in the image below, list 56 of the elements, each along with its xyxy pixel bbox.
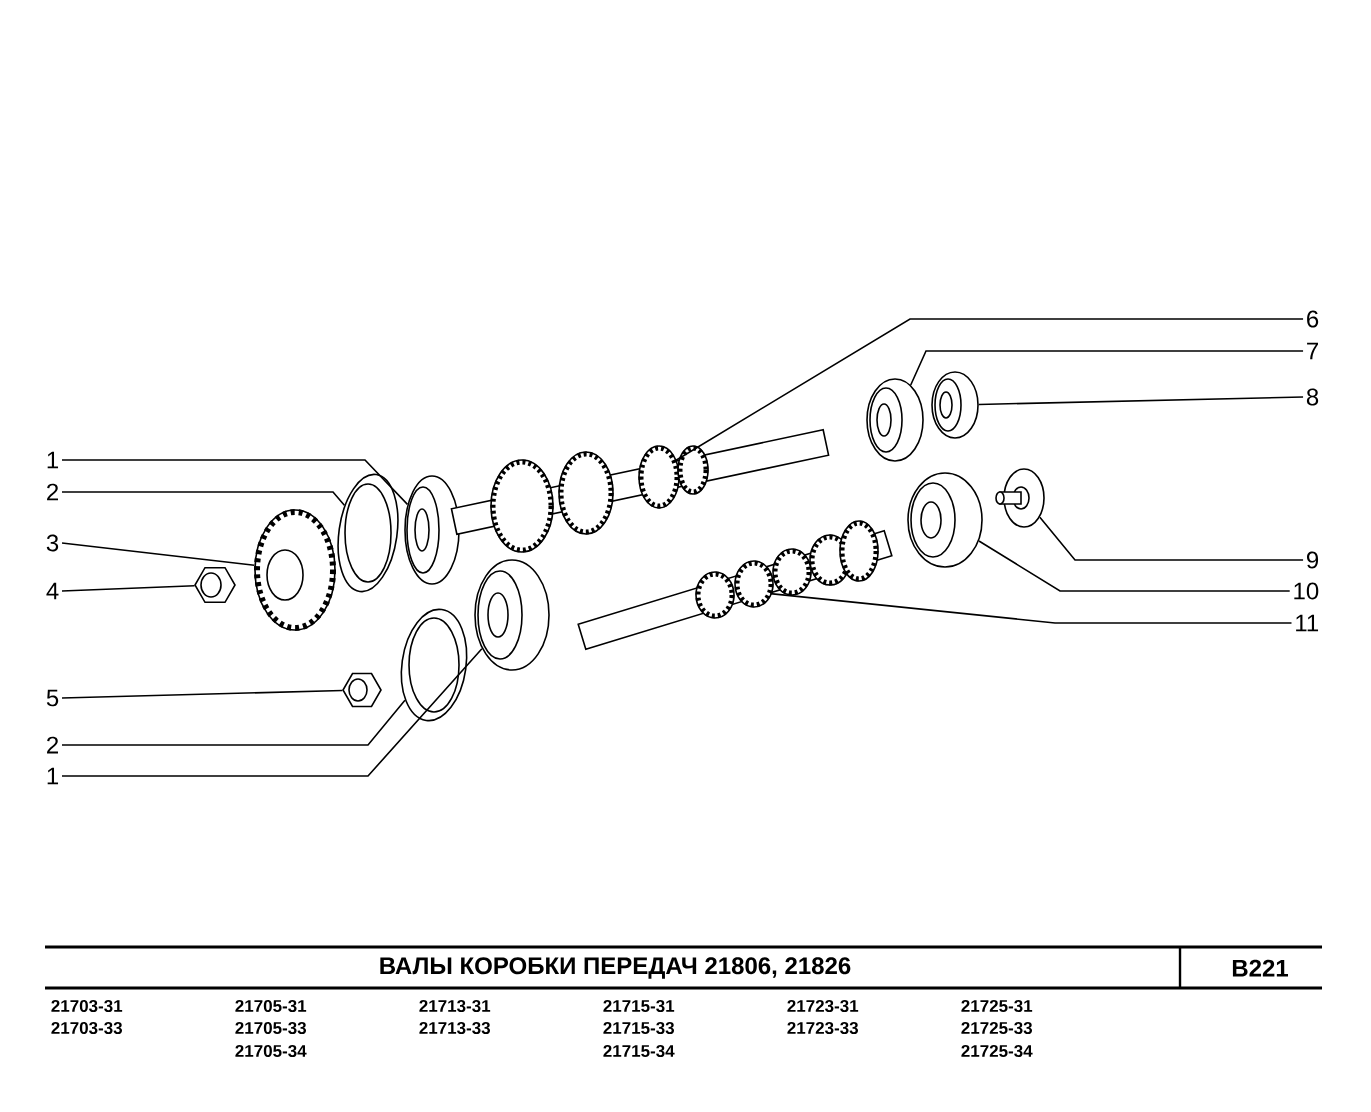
ring-drawing: [337, 473, 399, 593]
callout-number: 1: [47, 767, 59, 785]
bearing-drawing: [404, 475, 460, 585]
callout-number: 1: [47, 451, 59, 469]
sheet-number: В221: [1232, 959, 1288, 977]
shaft-drawing: [577, 520, 893, 651]
callout-number: 6: [1307, 310, 1319, 328]
leader-line: [769, 592, 1293, 624]
callout-number: 4: [46, 582, 59, 600]
callout-number: 2: [47, 736, 58, 754]
callout-number: 10: [1294, 582, 1319, 600]
bearing-drawing: [866, 378, 924, 462]
model-code: 21725-31: [961, 1000, 1033, 1013]
leader-line: [978, 540, 1291, 592]
model-code: 21723-31: [787, 1000, 859, 1013]
leader-line: [675, 318, 1304, 462]
model-code: 21703-31: [51, 1000, 123, 1013]
leader-line: [61, 459, 409, 506]
callout-number: 9: [1307, 551, 1319, 569]
gear-drawing: [254, 509, 336, 631]
leader-line: [909, 350, 1304, 386]
model-code: 21705-34: [235, 1045, 307, 1058]
leader-line: [61, 491, 346, 507]
leader-line: [61, 585, 196, 592]
leader-line: [61, 542, 256, 567]
model-code: 21713-31: [419, 1000, 491, 1013]
callout-number: 11: [1296, 614, 1319, 632]
callout-number: 7: [1307, 342, 1318, 360]
model-code: 21705-31: [235, 1000, 307, 1013]
title: ВАЛЫ КОРОБКИ ПЕРЕДАЧ 21806, 21826: [380, 957, 851, 979]
model-code: 21725-33: [961, 1022, 1033, 1035]
leader-line: [61, 647, 483, 777]
nut-drawing: [342, 672, 382, 708]
model-code: 21715-34: [603, 1045, 675, 1058]
model-code: 21713-33: [419, 1022, 490, 1035]
leader-line: [978, 396, 1304, 406]
ring-drawing: [400, 608, 468, 722]
callout-number: 8: [1306, 388, 1319, 406]
model-code: 21723-33: [787, 1022, 859, 1035]
model-code: 21715-31: [603, 1000, 675, 1013]
model-code: 21725-34: [961, 1045, 1033, 1058]
nut-drawing: [194, 566, 236, 604]
leader-line: [1039, 516, 1304, 561]
model-code: 21703-33: [51, 1022, 122, 1035]
callout-number: 2: [47, 483, 58, 501]
bearing-drawing: [931, 371, 979, 439]
leader-line: [61, 699, 406, 746]
callout-number: 5: [46, 689, 59, 707]
shaft-drawing: [450, 428, 830, 553]
bearing-drawing: [474, 559, 550, 671]
bearing-drawing: [907, 472, 983, 568]
callout-number: 3: [46, 534, 59, 552]
leader-line: [61, 689, 344, 699]
model-code: 21715-33: [603, 1022, 675, 1035]
plug-drawing: [995, 468, 1045, 528]
model-code: 21705-33: [235, 1022, 306, 1035]
